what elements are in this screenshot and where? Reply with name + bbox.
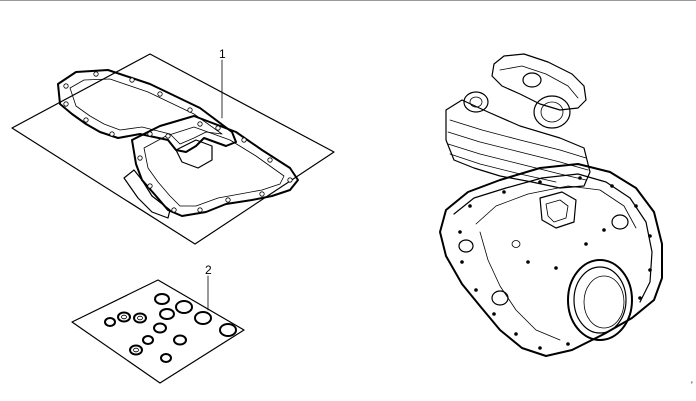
crankcase-gasket-window [175, 139, 213, 169]
crankcase-gasket-inner [143, 126, 285, 207]
cover-gasket-inner [69, 78, 223, 145]
callout-2-label: 2 [205, 263, 212, 277]
gasket-sheet-2 [71, 279, 245, 384]
o-rings [104, 293, 237, 363]
gasket-set-1[interactable] [11, 53, 335, 245]
strip-gasket [123, 169, 171, 219]
corner-mark: ' [691, 380, 693, 390]
crankcase-gasket-outer [131, 115, 299, 217]
callout-1-label: 1 [219, 47, 226, 61]
gasket-sheet-1 [11, 53, 335, 245]
cover-gasket-outer [57, 69, 237, 153]
gasket-set-2[interactable] [71, 279, 245, 384]
engine-illustration [439, 53, 663, 357]
bolt-holes-1 [63, 71, 293, 213]
top-divider [0, 0, 696, 1]
